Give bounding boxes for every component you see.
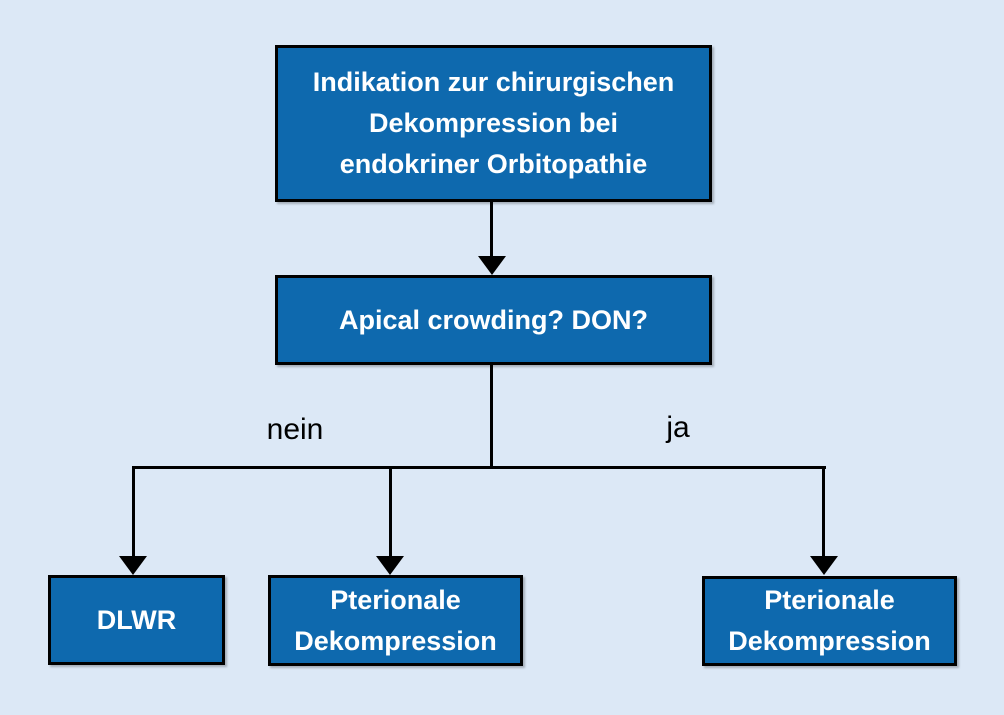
arrow-down-icon (119, 556, 147, 575)
arrow-down-icon (376, 556, 404, 575)
branch-label-nein: nein (266, 413, 324, 446)
connector-drop-to-dlwr (132, 466, 135, 558)
node-apical-crowding-label: Apical crowding? DON? (338, 304, 648, 335)
node-pterional-left-label: Pterionale Dekompression (294, 584, 497, 656)
arrow-down-icon (810, 556, 838, 575)
node-pterional-right-label: Pterionale Dekompression (728, 585, 931, 656)
branch-label-ja: ja (666, 411, 690, 444)
connector-drop-to-pterional-right (822, 466, 825, 558)
connector-drop-to-pterional-left (389, 466, 392, 558)
connector-root-to-decision (490, 202, 493, 258)
connector-decision-stem (490, 365, 493, 469)
node-pterional-decompression-right: Pterionale Dekompression (702, 576, 957, 666)
arrow-down-icon (478, 256, 506, 275)
connector-branch-horizontal (132, 466, 826, 469)
node-apical-crowding-decision: Apical crowding? DON? (275, 275, 712, 365)
node-pterional-decompression-left: Pterionale Dekompression (268, 575, 523, 666)
node-indication-label: Indikation zur chirurgischen Dekompressi… (312, 67, 675, 179)
node-dlwr-label: DLWR (96, 604, 177, 635)
node-dlwr: DLWR (48, 575, 225, 665)
node-indication: Indikation zur chirurgischen Dekompressi… (275, 45, 712, 202)
